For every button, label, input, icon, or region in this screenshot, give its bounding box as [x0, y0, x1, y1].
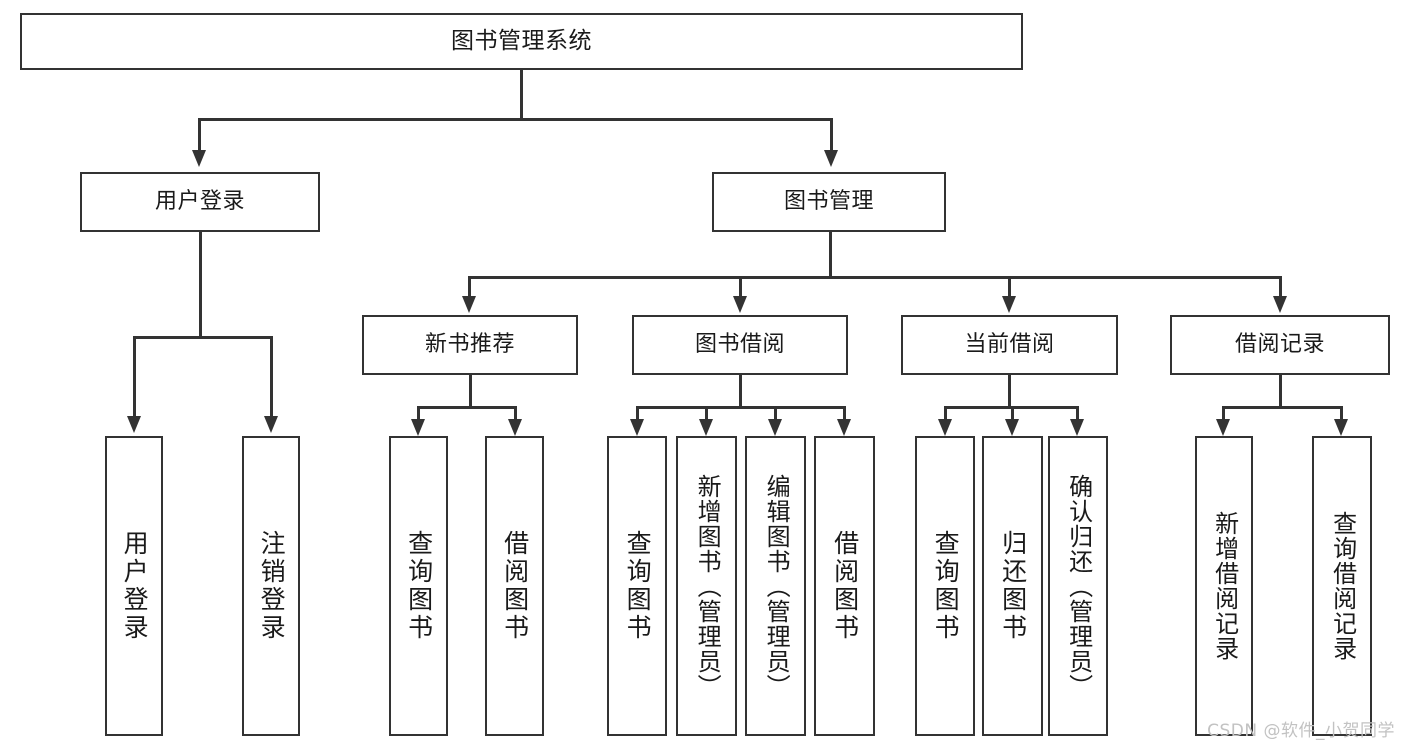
- arrowhead-current-borrow: [1002, 296, 1016, 313]
- node-label: 当前借阅: [964, 332, 1055, 358]
- node-root-book-management-system[interactable]: 图书管理系统: [20, 13, 1023, 70]
- node-book-borrow[interactable]: 图书借阅: [632, 315, 848, 375]
- node-label: 借阅图书: [500, 530, 530, 642]
- leaf-new-book-borrow[interactable]: 借阅图书: [485, 436, 544, 736]
- connector-book-borrow-stem: [739, 375, 742, 408]
- connector-drop-nb-borrow: [514, 406, 517, 424]
- arrowhead-borrow-record: [1273, 296, 1287, 313]
- node-label: 编辑图书（管理员）: [762, 473, 791, 699]
- connector-level3-bus: [468, 276, 1281, 279]
- node-label: 借阅图书: [830, 530, 860, 642]
- connector-drop-new-book: [468, 276, 471, 300]
- connector-drop-nb-query: [417, 406, 420, 424]
- node-label: 查询借阅记录: [1328, 511, 1357, 661]
- node-label: 查询图书: [404, 530, 434, 642]
- node-label: 确认归还（管理员）: [1064, 473, 1093, 699]
- node-label: 图书管理: [783, 189, 874, 215]
- arrowhead-bb-add: [699, 419, 713, 436]
- connector-drop-cb-return: [1011, 406, 1014, 424]
- connector-level2-bus: [198, 118, 832, 121]
- connector-new-book-bus: [417, 406, 517, 409]
- leaf-bb-add-book-admin[interactable]: 新增图书（管理员）: [676, 436, 737, 736]
- leaf-new-book-query[interactable]: 查询图书: [389, 436, 448, 736]
- connector-drop-book-management: [830, 118, 833, 154]
- connector-drop-bb-borrow: [843, 406, 846, 424]
- connector-drop-user-login: [198, 118, 201, 154]
- arrowhead-bb-edit: [768, 419, 782, 436]
- arrowhead-cb-confirm: [1070, 419, 1084, 436]
- node-borrow-record[interactable]: 借阅记录: [1170, 315, 1390, 375]
- connector-drop-book-borrow: [739, 276, 742, 300]
- leaf-logout[interactable]: 注销登录: [242, 436, 300, 736]
- connector-user-login-bus: [133, 336, 273, 339]
- leaf-cb-query-book[interactable]: 查询图书: [915, 436, 975, 736]
- node-label: 用户登录: [120, 530, 150, 642]
- connector-drop-current-borrow: [1008, 276, 1011, 300]
- node-label: 新增图书（管理员）: [693, 473, 722, 699]
- arrowhead-nb-borrow: [508, 419, 522, 436]
- connector-drop-bb-add: [705, 406, 708, 424]
- connector-borrow-record-stem: [1279, 375, 1282, 408]
- node-book-management[interactable]: 图书管理: [712, 172, 946, 232]
- arrowhead-bb-borrow: [837, 419, 851, 436]
- node-label: 新增借阅记录: [1210, 511, 1239, 661]
- arrowhead-br-add: [1216, 419, 1230, 436]
- arrowhead-nb-query: [411, 419, 425, 436]
- node-current-borrow[interactable]: 当前借阅: [901, 315, 1118, 375]
- arrowhead-user-login: [192, 150, 206, 167]
- connector-drop-leaf-user-login: [133, 336, 136, 420]
- node-user-login[interactable]: 用户登录: [80, 172, 320, 232]
- arrowhead-new-book: [462, 296, 476, 313]
- node-label: 归还图书: [998, 530, 1028, 642]
- connector-current-borrow-bus: [944, 406, 1077, 409]
- node-new-book-recommend[interactable]: 新书推荐: [362, 315, 578, 375]
- node-label: 查询图书: [623, 530, 653, 642]
- arrowhead-leaf-user-login: [127, 416, 141, 433]
- connector-new-book-stem: [469, 375, 472, 408]
- connector-drop-br-add: [1222, 406, 1225, 424]
- leaf-bb-edit-book-admin[interactable]: 编辑图书（管理员）: [745, 436, 806, 736]
- connector-current-borrow-stem: [1008, 375, 1011, 408]
- node-label: 图书借阅: [694, 332, 785, 358]
- leaf-cb-confirm-return-admin[interactable]: 确认归还（管理员）: [1048, 436, 1108, 736]
- node-label: 用户登录: [154, 189, 245, 215]
- arrowhead-book-management: [824, 150, 838, 167]
- connector-drop-br-query: [1340, 406, 1343, 424]
- arrowhead-book-borrow: [733, 296, 747, 313]
- connector-drop-cb-confirm: [1076, 406, 1079, 424]
- connector-user-login-stem: [199, 232, 202, 338]
- connector-book-management-stem: [829, 232, 832, 278]
- connector-drop-cb-query: [944, 406, 947, 424]
- csdn-watermark: CSDN @软件_小贺同学: [1207, 721, 1395, 741]
- node-label: 图书管理系统: [451, 27, 592, 54]
- connector-drop-bb-query: [636, 406, 639, 424]
- arrowhead-br-query: [1334, 419, 1348, 436]
- leaf-br-add-record[interactable]: 新增借阅记录: [1195, 436, 1253, 736]
- node-label: 借阅记录: [1234, 332, 1325, 358]
- arrowhead-leaf-logout: [264, 416, 278, 433]
- leaf-user-login[interactable]: 用户登录: [105, 436, 163, 736]
- node-label: 查询图书: [931, 530, 961, 642]
- connector-borrow-record-bus: [1222, 406, 1342, 409]
- connector-drop-borrow-record: [1279, 276, 1282, 300]
- leaf-cb-return-book[interactable]: 归还图书: [982, 436, 1043, 736]
- connector-root-stem: [520, 70, 523, 119]
- connector-book-borrow-bus: [636, 406, 845, 409]
- arrowhead-bb-query: [630, 419, 644, 436]
- arrowhead-cb-query: [938, 419, 952, 436]
- node-label: 新书推荐: [424, 332, 515, 358]
- node-label: 注销登录: [257, 530, 287, 642]
- arrowhead-cb-return: [1005, 419, 1019, 436]
- leaf-br-query-record[interactable]: 查询借阅记录: [1312, 436, 1372, 736]
- connector-drop-bb-edit: [774, 406, 777, 424]
- leaf-bb-query-book[interactable]: 查询图书: [607, 436, 667, 736]
- connector-drop-leaf-logout: [270, 336, 273, 420]
- leaf-bb-borrow-book[interactable]: 借阅图书: [814, 436, 875, 736]
